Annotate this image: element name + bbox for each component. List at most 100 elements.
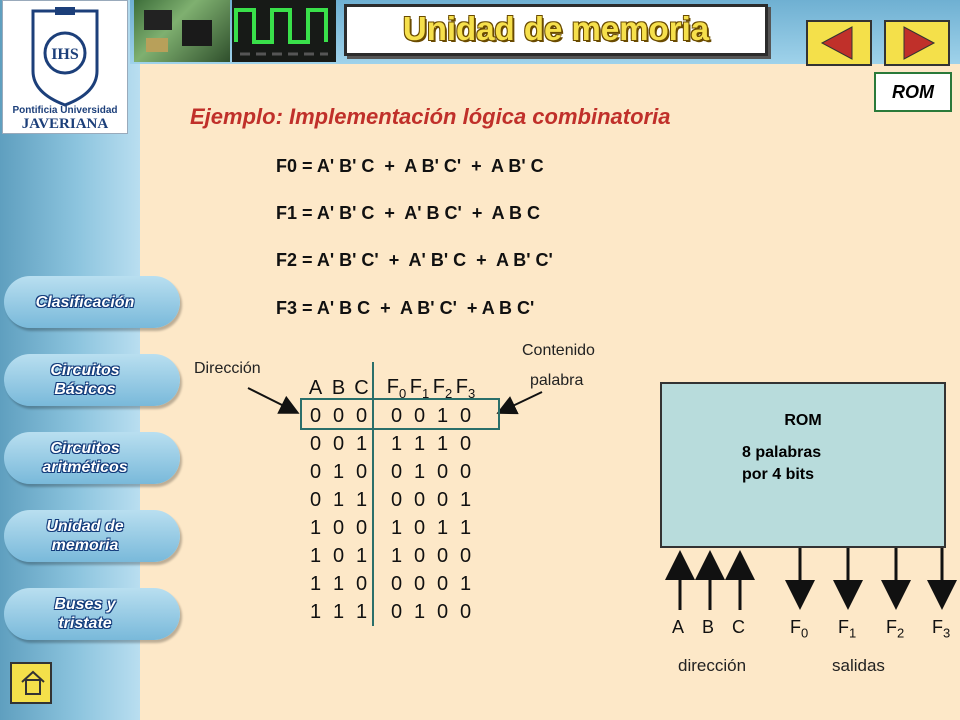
- sidebar-pill: [4, 588, 180, 640]
- label-line1: Unidad de: [46, 518, 124, 535]
- table-cell: 1: [436, 404, 449, 427]
- sidebar-item-label: Unidad de memoria: [10, 510, 160, 562]
- table-cell: 1: [436, 432, 449, 455]
- sidebar-item-label: Circuitos aritméticos: [10, 432, 160, 484]
- pin-label-f0: F0: [790, 617, 809, 641]
- contenido-label: Contenido: [522, 342, 595, 359]
- highlight-row-box: [300, 398, 500, 430]
- page-title: Unidad de memoria: [402, 10, 710, 47]
- next-button[interactable]: [884, 20, 950, 66]
- home-button[interactable]: [10, 662, 52, 704]
- table-cell: 0: [459, 460, 472, 483]
- table-cell: 1: [459, 516, 472, 539]
- table-cell: 1: [332, 460, 345, 483]
- palabra-label: palabra: [530, 372, 584, 389]
- sidebar-item-buses-tristate[interactable]: Buses y tristate: [4, 588, 180, 640]
- table-cell: 0: [332, 404, 345, 427]
- sidebar-pill: [4, 432, 180, 484]
- label-line2: Básicos: [54, 381, 116, 398]
- table-cell: 0: [459, 432, 472, 455]
- rom-desc-line2: por 4 bits: [742, 466, 815, 483]
- table-cell: 0: [355, 572, 368, 595]
- pin-label-f3: F3: [932, 617, 951, 641]
- table-cell: 1: [309, 544, 322, 567]
- sidebar-item-label: Buses y tristate: [10, 588, 160, 640]
- label-line1: Buses y: [54, 596, 116, 613]
- equation-f3: F3 = A' B C + A B' C' + A B C': [276, 298, 535, 318]
- sidebar-item-unidad-memoria[interactable]: Unidad de memoria: [4, 510, 180, 562]
- table-cell: 1: [390, 432, 403, 455]
- table-cell: 1: [390, 544, 403, 567]
- equation-f1: F1 = A' B' C + A' B C' + A B C: [276, 203, 540, 223]
- table-cell: 0: [355, 516, 368, 539]
- label-line1: Clasificación: [35, 293, 135, 311]
- rom-block-title: ROM: [784, 412, 822, 429]
- rom-block: ROM 8 palabras por 4 bits: [660, 382, 946, 548]
- pin-label-b: B: [702, 617, 715, 637]
- table-cell: 0: [459, 404, 472, 427]
- table-cell: 0: [390, 404, 403, 427]
- table-cell: 1: [355, 600, 368, 623]
- sidebar-item-clasificacion[interactable]: Clasificación: [4, 276, 180, 328]
- table-cell: 0: [390, 572, 403, 595]
- pin-label-a: A: [672, 617, 685, 637]
- direccion-bus-label: dirección: [678, 656, 747, 675]
- table-cell: 1: [332, 572, 345, 595]
- label-line1: Circuitos: [50, 440, 120, 457]
- sidebar-pill: [4, 510, 180, 562]
- table-header-row: A B C F0 F1 F2 F3: [304, 374, 477, 402]
- table-cell: 1: [413, 460, 426, 483]
- direccion-label: Dirección: [194, 360, 261, 377]
- table-cell: 1: [332, 488, 345, 511]
- table-cell: 0: [436, 600, 449, 623]
- table-cell: 0: [413, 516, 426, 539]
- prev-button[interactable]: [806, 20, 872, 66]
- table-cell: 1: [413, 432, 426, 455]
- label-line2: aritméticos: [42, 459, 128, 476]
- sidebar-item-label: Circuitos Básicos: [10, 354, 160, 406]
- table-cell: 0: [413, 404, 426, 427]
- svg-text:Pontificia Universidad: Pontificia Universidad: [12, 105, 117, 116]
- sidebar-item-circuitos-basicos[interactable]: Circuitos Básicos: [4, 354, 180, 406]
- table-cell: 0: [332, 432, 345, 455]
- table-cell: 0: [332, 516, 345, 539]
- table-cell: 0: [459, 600, 472, 623]
- svg-text:JAVERIANA: JAVERIANA: [22, 116, 109, 132]
- table-header: F0: [386, 375, 407, 401]
- table-header: C: [354, 376, 369, 399]
- table-header: A: [308, 376, 323, 399]
- sidebar-pill: [4, 354, 180, 406]
- table-cell: 1: [332, 600, 345, 623]
- table-cell: 0: [355, 460, 368, 483]
- circuit-board-image: [134, 0, 230, 62]
- university-logo: IHS Pontificia Universidad JAVERIANA: [2, 0, 128, 134]
- sidebar-item-circuitos-aritmeticos[interactable]: Circuitos aritméticos: [4, 432, 180, 484]
- table-cell: 1: [413, 600, 426, 623]
- pin-label-f2: F2: [886, 617, 905, 641]
- subtitle: Ejemplo: Implementación lógica combinato…: [190, 104, 671, 129]
- table-cell: 0: [309, 488, 322, 511]
- table-divider: [372, 362, 374, 626]
- pin-label-f1: F1: [838, 617, 857, 641]
- table-cell: 1: [390, 516, 403, 539]
- table-cell: 0: [413, 572, 426, 595]
- triangle-right-icon: [903, 26, 936, 60]
- triangle-left-icon: [820, 26, 853, 60]
- label-line1: Circuitos: [50, 362, 120, 379]
- sidebar-item-label: Clasificación: [10, 276, 160, 328]
- table-cell: 0: [436, 488, 449, 511]
- table-cell: 0: [390, 600, 403, 623]
- table-cell: 0: [390, 460, 403, 483]
- table-cell: 0: [413, 488, 426, 511]
- table-header: B: [331, 376, 346, 399]
- sidebar-pill: [4, 276, 180, 328]
- table-cell: 0: [309, 432, 322, 455]
- table-cell: 0: [390, 488, 403, 511]
